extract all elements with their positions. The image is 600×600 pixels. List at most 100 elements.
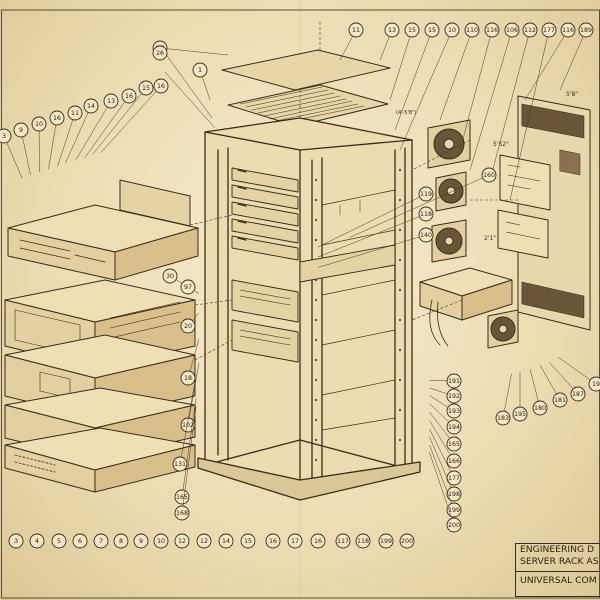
svg-text:200: 200 bbox=[448, 522, 460, 529]
callout-top-row-8: 110 bbox=[464, 22, 480, 38]
svg-text:15: 15 bbox=[428, 27, 436, 34]
svg-text:110: 110 bbox=[466, 27, 478, 34]
svg-text:191: 191 bbox=[448, 378, 460, 385]
svg-text:16: 16 bbox=[125, 93, 133, 100]
callout-bottom-row-2: 5 bbox=[51, 533, 67, 549]
callout-right-column-4: 165 bbox=[429, 411, 462, 452]
svg-text:102: 102 bbox=[182, 422, 194, 429]
svg-text:30: 30 bbox=[166, 273, 174, 280]
callout-bottom-row-7: 10 bbox=[153, 533, 169, 549]
svg-text:165: 165 bbox=[176, 494, 188, 501]
svg-text:14: 14 bbox=[87, 103, 95, 110]
callout-top-row-10: 106 bbox=[504, 22, 520, 38]
svg-text:7: 7 bbox=[99, 538, 103, 545]
svg-text:10: 10 bbox=[35, 121, 43, 128]
callout-bottom-row-0: 3 bbox=[8, 533, 24, 549]
rear-door-panel bbox=[497, 95, 591, 331]
svg-text:117: 117 bbox=[337, 538, 349, 545]
rack-frame bbox=[197, 117, 421, 501]
title-line-3: UNIVERSAL COM bbox=[516, 571, 600, 587]
callout-right-column-2: 193 bbox=[429, 395, 462, 419]
svg-text:9: 9 bbox=[19, 127, 23, 134]
assembly-guide-lines bbox=[189, 20, 518, 361]
callout-middle-9: 118 bbox=[317, 206, 434, 258]
svg-text:194: 194 bbox=[448, 424, 460, 431]
svg-text:116: 116 bbox=[486, 27, 498, 34]
svg-text:199: 199 bbox=[448, 507, 460, 514]
svg-text:187: 187 bbox=[572, 391, 584, 398]
svg-text:5: 5 bbox=[57, 538, 61, 545]
top-vent-panel bbox=[227, 84, 389, 127]
callout-middle-5: 131 bbox=[172, 381, 196, 472]
svg-text:106: 106 bbox=[506, 27, 518, 34]
svg-text:13: 13 bbox=[107, 98, 115, 105]
svg-text:131: 131 bbox=[174, 461, 186, 468]
svg-text:13: 13 bbox=[388, 27, 396, 34]
svg-text:183: 183 bbox=[497, 415, 509, 422]
callout-top-row-7: 10 bbox=[444, 22, 460, 38]
svg-text:177: 177 bbox=[448, 475, 460, 482]
svg-text:15: 15 bbox=[408, 27, 416, 34]
callout-bottom-row-13: 17 bbox=[287, 533, 303, 549]
callout-top-row-6: 15 bbox=[424, 22, 440, 38]
callout-left-column-8: 15 bbox=[92, 80, 154, 155]
callout-top-row-1: 26 bbox=[152, 45, 168, 61]
callout-right-parts-4: 187 bbox=[548, 361, 586, 402]
callout-middle-1: 97 bbox=[180, 279, 200, 295]
svg-text:26: 26 bbox=[156, 50, 164, 57]
callout-middle-7: 168 bbox=[174, 406, 197, 521]
callout-bottom-row-5: 8 bbox=[113, 533, 129, 549]
callout-left-column-2: 10 bbox=[31, 116, 47, 173]
callout-bottom-row-10: 14 bbox=[218, 533, 234, 549]
svg-text:16: 16 bbox=[314, 538, 322, 545]
side-dimension-label: 5'52" bbox=[493, 141, 509, 148]
svg-text:160: 160 bbox=[483, 172, 495, 179]
rack-mounting-holes bbox=[314, 168, 402, 462]
callout-top-row-14: 189 bbox=[578, 22, 594, 38]
callout-bottom-row-4: 7 bbox=[93, 533, 109, 549]
callout-top-row-9: 116 bbox=[484, 22, 500, 38]
title-line-2: SERVER RACK AS bbox=[520, 556, 599, 567]
callout-middle-11: 160 bbox=[349, 167, 497, 238]
callout-right-column-7: 198 bbox=[429, 436, 462, 502]
callout-middle-2: 20 bbox=[180, 312, 200, 334]
svg-text:15: 15 bbox=[244, 538, 252, 545]
svg-text:15: 15 bbox=[142, 85, 150, 92]
callout-right-parts-1: 195 bbox=[512, 372, 528, 422]
svg-text:10: 10 bbox=[157, 538, 165, 545]
callout-middle-8: 119 bbox=[317, 186, 434, 248]
power-supply-unit bbox=[419, 267, 513, 347]
svg-text:11: 11 bbox=[71, 110, 79, 117]
callout-bottom-row-11: 15 bbox=[240, 533, 256, 549]
callout-right-column-6: 177 bbox=[429, 428, 462, 486]
svg-text:11: 11 bbox=[352, 27, 360, 34]
callout-bottom-row-6: 9 bbox=[133, 533, 149, 549]
callout-bottom-row-8: 12 bbox=[174, 533, 190, 549]
title-block: ENGINEERING D SERVER RACK AS UNIVERSAL C… bbox=[515, 543, 600, 597]
svg-text:177: 177 bbox=[543, 27, 555, 34]
svg-text:9: 9 bbox=[139, 538, 143, 545]
svg-text:3: 3 bbox=[2, 133, 6, 140]
svg-text:16: 16 bbox=[157, 83, 165, 90]
callout-right-column-8: 199 bbox=[429, 444, 462, 518]
callout-right-column-3: 194 bbox=[429, 403, 462, 435]
callout-top-row-12: 177 bbox=[541, 22, 557, 38]
svg-text:200: 200 bbox=[401, 538, 413, 545]
callout-right-parts-5: 19 bbox=[557, 356, 600, 392]
svg-text:181: 181 bbox=[554, 397, 566, 404]
svg-text:116: 116 bbox=[562, 27, 574, 34]
callout-top-row-2: 1 bbox=[192, 62, 208, 78]
width-dimension-label: 5'8" bbox=[566, 91, 578, 98]
callout-right-column-9: 200 bbox=[429, 452, 462, 533]
callout-bottom-row-12: 16 bbox=[265, 533, 281, 549]
callout-top-row-11: 112 bbox=[522, 22, 538, 38]
callout-right-parts-3: 181 bbox=[539, 364, 568, 408]
svg-text:195: 195 bbox=[514, 411, 526, 418]
svg-text:199: 199 bbox=[380, 538, 392, 545]
svg-text:166: 166 bbox=[448, 458, 460, 465]
callout-right-column-1: 192 bbox=[429, 387, 462, 404]
svg-text:17: 17 bbox=[291, 538, 299, 545]
svg-text:97: 97 bbox=[184, 284, 192, 291]
callout-top-row-4: 13 bbox=[384, 22, 400, 38]
svg-text:6: 6 bbox=[78, 538, 82, 545]
